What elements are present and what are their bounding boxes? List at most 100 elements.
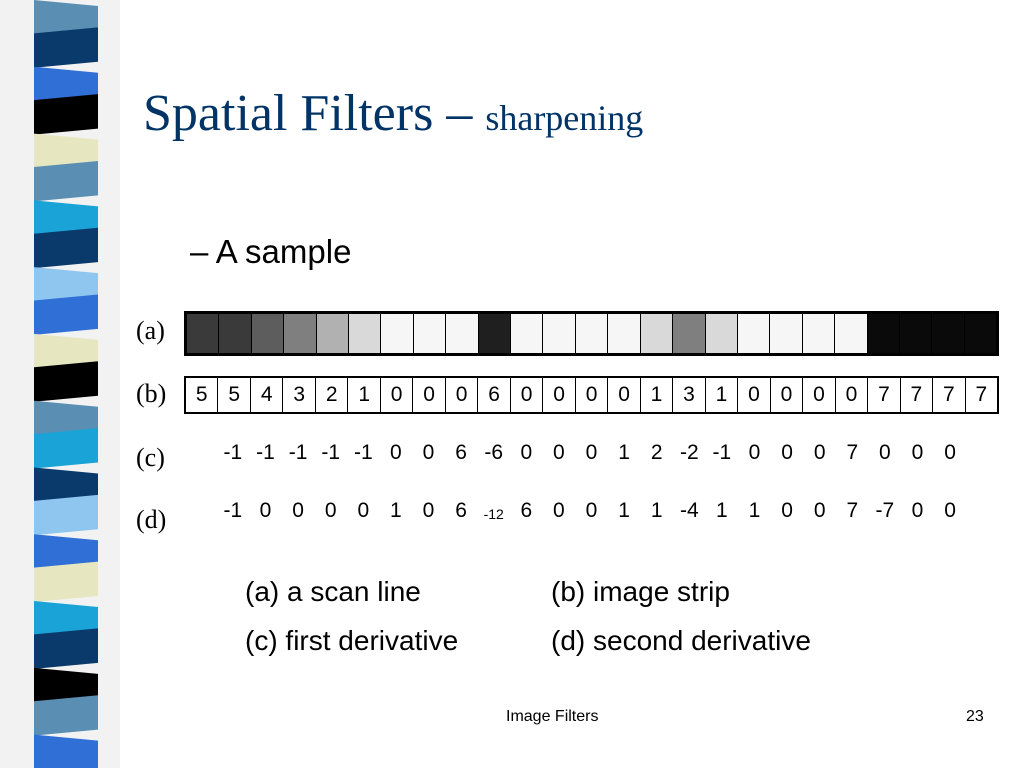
title-main: Spatial Filters – <box>143 85 486 142</box>
derivative-value: -12 <box>483 506 504 522</box>
footer-title: Image Filters <box>506 708 599 725</box>
image-strip-cell: 3 <box>283 378 316 412</box>
image-strip-cell: 0 <box>608 378 641 412</box>
scan-line-cell <box>349 314 382 353</box>
derivative-value: 6 <box>455 499 467 522</box>
derivative-value: 1 <box>618 499 630 522</box>
derivative-value: 0 <box>292 499 304 522</box>
derivative-value: 0 <box>324 499 337 522</box>
stripe-band <box>34 561 98 603</box>
derivative-value: 0 <box>748 441 761 464</box>
image-strip-cell: 1 <box>706 378 739 412</box>
image-strip-cell: 0 <box>446 378 479 412</box>
derivative-value: 6 <box>455 441 467 464</box>
derivative-value: 0 <box>944 499 956 522</box>
derivative-value: 0 <box>553 441 565 464</box>
decorative-stripe <box>0 0 120 768</box>
scan-line-cell <box>511 314 544 353</box>
scan-line-cell <box>219 314 252 353</box>
image-strip-cell: 0 <box>836 378 869 412</box>
image-strip-cell: 5 <box>218 378 251 412</box>
caption-c: (c) first derivative <box>245 625 459 656</box>
derivative-value: 0 <box>357 499 370 522</box>
image-strip-cell: 7 <box>868 378 901 412</box>
scan-line-cell <box>543 314 576 353</box>
image-strip-cell: 7 <box>933 378 966 412</box>
derivative-value: 1 <box>618 441 630 464</box>
scan-line-cell <box>478 314 512 353</box>
image-strip-cell: 7 <box>901 378 934 412</box>
caption-d: (d) second derivative <box>551 625 811 656</box>
image-strip-cell: 6 <box>478 378 511 412</box>
scan-line-cell <box>251 314 285 353</box>
stripe-band <box>34 227 98 269</box>
derivative-value: 0 <box>911 499 924 522</box>
stripe-band <box>34 428 98 469</box>
derivative-value: 0 <box>781 499 793 522</box>
derivative-value: 0 <box>259 499 272 522</box>
stripe-band <box>34 494 98 536</box>
label-a: (a) <box>136 316 165 345</box>
scan-line-cell <box>608 314 641 353</box>
stripe-band <box>34 160 98 202</box>
label-b: (b) <box>136 379 167 408</box>
caption-b: (b) image strip <box>551 576 730 607</box>
scan-line-cell <box>284 314 317 353</box>
image-strip-cell: 0 <box>543 378 576 412</box>
derivative-value: -1 <box>223 441 243 464</box>
derivative-value: 0 <box>585 441 598 464</box>
stripe-band <box>34 294 98 335</box>
scan-line-cell <box>705 314 738 353</box>
derivative-value: 7 <box>846 441 859 464</box>
derivative-value: -1 <box>288 441 308 464</box>
scan-line-cell <box>381 314 414 353</box>
image-strip-cell: 1 <box>348 378 381 412</box>
derivative-value: -1 <box>256 441 275 464</box>
title-sub: sharpening <box>485 98 644 138</box>
scan-line-cell <box>932 314 965 353</box>
image-strip-cell: 2 <box>316 378 349 412</box>
scan-line-cell <box>640 314 674 353</box>
derivative-value: -7 <box>875 499 895 522</box>
derivative-value: 0 <box>911 441 924 464</box>
image-strip-cell: 0 <box>576 378 609 412</box>
image-strip-cell: 4 <box>251 378 284 412</box>
scan-line-cell <box>964 314 997 353</box>
image-strip-cell: 7 <box>975 383 988 406</box>
image-strip-cell: 0 <box>511 378 544 412</box>
scan-line-cell <box>446 314 479 353</box>
derivative-value: 0 <box>585 499 598 522</box>
label-c: (c) <box>136 443 165 472</box>
derivative-value: 0 <box>813 441 826 464</box>
image-strip-cell: 0 <box>738 378 771 412</box>
stripe-band <box>34 361 98 402</box>
derivative-value: 0 <box>813 499 826 522</box>
derivative-value: -1 <box>321 441 341 464</box>
derivative-value: 0 <box>422 441 435 464</box>
image-strip-cell: 0 <box>381 378 414 412</box>
stripe-band <box>34 695 98 736</box>
scan-line-cell <box>673 314 706 353</box>
derivative-value: 1 <box>390 499 402 522</box>
scan-line-cell <box>575 314 609 353</box>
image-strip-cell: 0 <box>803 378 836 412</box>
scan-line-cell <box>899 314 933 353</box>
derivative-value: 0 <box>520 441 533 464</box>
derivative-value: 0 <box>944 441 956 464</box>
scan-line-cell <box>770 314 803 353</box>
derivative-value: 2 <box>650 441 663 464</box>
scan-line-cell <box>187 314 220 353</box>
derivative-value: -6 <box>484 441 504 464</box>
derivative-value: 1 <box>650 499 663 522</box>
label-d: (d) <box>136 505 167 534</box>
derivative-value: 0 <box>390 441 402 464</box>
scan-line-cell <box>802 314 836 353</box>
derivative-value: 1 <box>716 499 728 522</box>
slide-title: Spatial Filters – sharpening <box>143 84 643 143</box>
derivative-value: 6 <box>520 499 533 522</box>
scan-line-cell <box>867 314 900 353</box>
scan-line-cell <box>413 314 447 353</box>
scan-line-cell <box>316 314 350 353</box>
derivative-value: 1 <box>748 499 761 522</box>
